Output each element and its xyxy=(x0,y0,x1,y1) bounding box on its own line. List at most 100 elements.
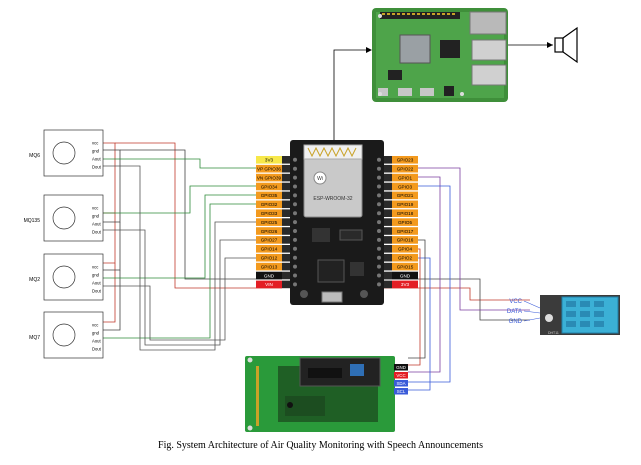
esp32-right-pin-label: GPIO21 xyxy=(397,193,414,198)
esp32-left-pin-0: 3V3 xyxy=(256,156,290,164)
sensor-pin-label: gnd xyxy=(92,273,100,278)
lcd-pin-label: VCC xyxy=(396,373,405,378)
esp32-left-pin-label: GPIO13 xyxy=(261,264,278,269)
dht-data-label: DATA xyxy=(507,309,522,315)
sensor-name: MQ7 xyxy=(29,335,40,341)
sensor-pin-label: Dout xyxy=(92,347,102,352)
esp32-left-pin-9: GPIO27 xyxy=(256,236,290,244)
dht-part-label: DHT11 xyxy=(548,331,559,335)
esp32-right-pin-2: GPIO1 xyxy=(384,173,418,182)
esp32-right-pin-label: GPIO1 xyxy=(398,175,412,180)
esp32-board: Wi ESP-WROOM-32 xyxy=(290,140,384,305)
esp32-left-pin-label: GND xyxy=(264,273,275,278)
esp32-right-pin-14: 3V3 xyxy=(384,280,418,289)
sensor-pin-label: gnd xyxy=(92,149,100,154)
sensor-pin-label: vcc xyxy=(92,323,98,328)
esp32-left-pin-label: GPIO32 xyxy=(261,202,278,207)
dht-gnd-label: GND xyxy=(509,319,523,325)
esp32-left-pin-4: GPIO35 xyxy=(256,191,290,200)
sensor-pin-label: Dout xyxy=(92,165,102,170)
dht-vcc-label: VCC xyxy=(509,299,522,305)
esp32-right-pin-label: GPIO15 xyxy=(397,264,414,269)
esp32-left-pin-label: GPIO33 xyxy=(261,211,278,216)
lcd-pin-labels: GND VCC SDA SCL xyxy=(394,364,408,395)
esp32-left-pin-label: 3V3 xyxy=(265,158,274,163)
esp32-left-pin-10: GPIO14 xyxy=(256,245,290,253)
lcd-pin-scl: SCL xyxy=(394,388,408,395)
esp32-right-pin-3: GPIO3 xyxy=(384,182,418,191)
lcd-pin-label: SCL xyxy=(397,389,406,394)
dht11-sensor: DHT11 VCC DATA GND xyxy=(507,295,620,335)
esp32-left-pin-label: VP GPIO36 xyxy=(257,167,281,172)
figure-caption: Fig. System Architecture of Air Quality … xyxy=(158,440,483,451)
lcd-pin-sda: SDA xyxy=(394,380,408,387)
esp32-right-pin-label: GPIO19 xyxy=(397,202,414,207)
sensor-pin-label: Dout xyxy=(92,289,102,294)
esp32-right-pin-7: GPIO5 xyxy=(384,218,418,226)
esp32-right-pin-label: GPIO17 xyxy=(397,229,414,234)
esp32-left-pin-1: VP GPIO36 xyxy=(256,164,290,173)
sensor-name: MQ6 xyxy=(29,153,40,159)
chip-label: ESP-WROOM-32 xyxy=(313,196,352,202)
esp32-left-pin-label: VN GPIO39 xyxy=(257,175,282,180)
esp32-right-pin-9: GPIO16 xyxy=(384,236,418,244)
esp32-right-pin-label: GPIO3 xyxy=(398,184,412,189)
esp32-left-pin-3: GPIO34 xyxy=(256,182,290,191)
esp32-right-pin-11: GPIO2 xyxy=(384,253,418,262)
esp32-right-pin-8: GPIO17 xyxy=(384,227,418,235)
esp32-left-pin-label: VIN xyxy=(265,282,273,287)
lcd-pin-vcc: VCC xyxy=(394,372,408,379)
lcd-pin-gnd: GND xyxy=(394,364,408,371)
esp32-right-pin-label: GPIO5 xyxy=(398,220,412,225)
raspberry-pi-board xyxy=(372,8,508,102)
sensor-pin-label: Aout xyxy=(92,222,101,227)
esp32-right-pin-12: GPIO15 xyxy=(384,262,418,271)
esp32-left-pin-14: VIN xyxy=(256,280,290,289)
sensor-name: MQ135 xyxy=(24,218,41,224)
esp32-left-pin-5: GPIO32 xyxy=(256,200,290,209)
esp32-right-pin-label: GPIO16 xyxy=(397,238,414,243)
esp32-left-pin-label: GPIO34 xyxy=(261,184,278,189)
sensor-pin-label: vcc xyxy=(92,206,98,211)
speaker-icon xyxy=(554,26,578,64)
esp32-right-pin-1: GPIO22 xyxy=(384,164,418,173)
sensor-pin-label: Aout xyxy=(92,157,101,162)
esp32-left-pin-label: GPIO12 xyxy=(261,256,278,261)
sensor-pin-label: gnd xyxy=(92,331,100,336)
esp-to-pi-arrow xyxy=(333,47,372,140)
esp32-left-pin-8: GPIO26 xyxy=(256,227,290,235)
gas-sensors: MQ6vccgndAoutDoutMQ135vccgndAoutDoutMQ2v… xyxy=(24,129,104,359)
esp32-left-pin-label: GPIO14 xyxy=(261,247,278,252)
lcd-pin-label: SDA xyxy=(396,381,405,386)
esp32-right-pin-labels: GPIO23GPIO22GPIO1GPIO3GPIO21GPIO19GPIO18… xyxy=(384,156,418,289)
esp32-right-pin-label: GND xyxy=(400,273,411,278)
esp32-left-pin-13: GND xyxy=(256,271,290,280)
sensor-pin-label: gnd xyxy=(92,214,100,219)
esp32-right-pin-10: GPIO4 xyxy=(384,245,418,253)
esp32-left-pin-labels: 3V3 VP GPIO36 VN GPIO39GPIO34GPIO35GPIO32G… xyxy=(256,156,290,289)
esp32-left-pin-label: GPIO25 xyxy=(261,220,278,225)
sensor-name: MQ2 xyxy=(29,277,40,283)
esp32-left-pin-label: GPIO27 xyxy=(261,238,278,243)
esp32-right-pin-label: GPIO22 xyxy=(397,167,414,172)
esp32-right-pin-0: GPIO23 xyxy=(384,156,418,164)
sensor-pin-label: vcc xyxy=(92,141,98,146)
esp32-left-pin-11: GPIO12 xyxy=(256,253,290,262)
esp32-right-pin-label: 3V3 xyxy=(401,282,410,287)
esp32-right-pin-5: GPIO19 xyxy=(384,200,418,209)
sensor-pin-label: vcc xyxy=(92,265,98,270)
lcd-pin-label: GND xyxy=(396,365,406,370)
lcd-i2c-module xyxy=(245,356,395,432)
esp32-left-pin-6: GPIO33 xyxy=(256,209,290,217)
sensor-pin-label: Dout xyxy=(92,230,102,235)
esp32-right-pin-label: GPIO18 xyxy=(397,211,414,216)
esp32-right-pin-label: GPIO2 xyxy=(398,256,412,261)
esp32-right-pin-6: GPIO18 xyxy=(384,209,418,217)
esp32-right-pin-label: GPIO4 xyxy=(398,247,412,252)
esp32-right-pin-4: GPIO21 xyxy=(384,191,418,200)
